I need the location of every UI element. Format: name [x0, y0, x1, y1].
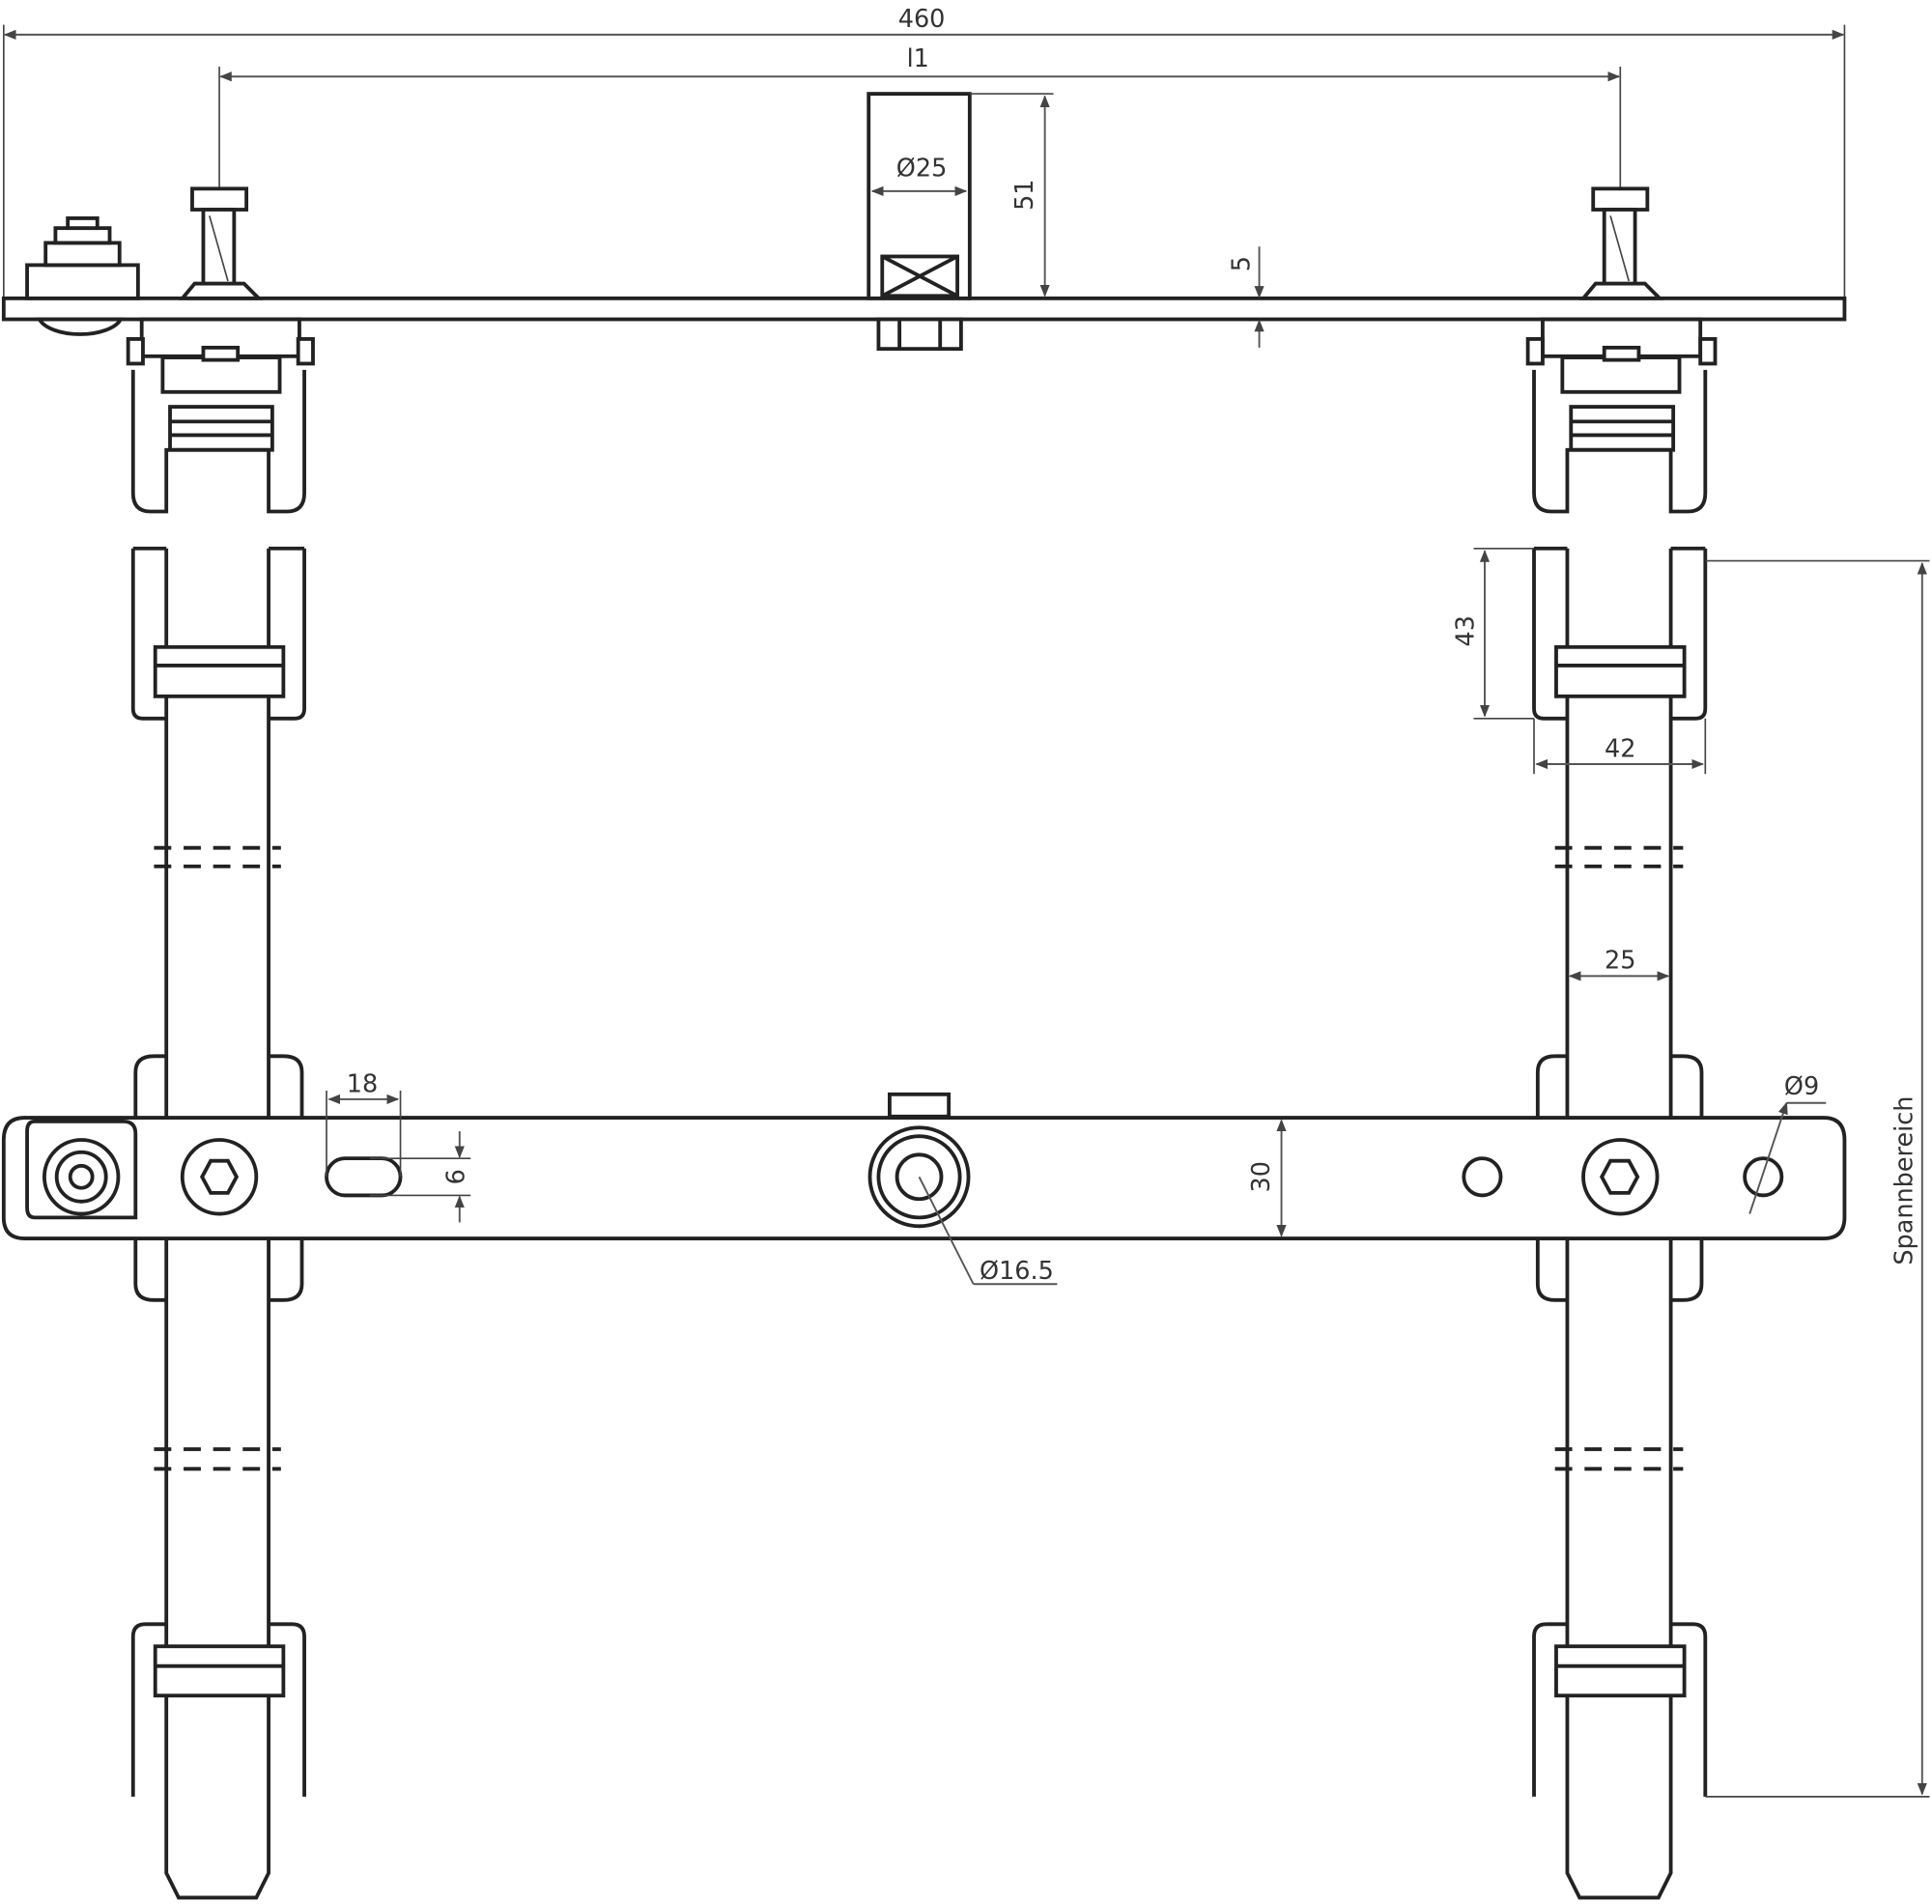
dimension-label-spannbereich: Spannbereich: [1890, 1096, 1919, 1265]
top-plate: [1, 296, 1847, 322]
cross-bar: [1, 1092, 1847, 1240]
dimension-label-51: 51: [1010, 179, 1039, 210]
dimension-clamp-width: 42: [1533, 718, 1707, 775]
dimension-plate-thickness: 5: [1227, 246, 1264, 348]
dimension-overall-width: 460: [2, 5, 1846, 298]
dimension-bar-width: 30: [1247, 1119, 1287, 1237]
dimension-slot-width: 9: [369, 1131, 471, 1223]
dimension-label-9: 9: [440, 1169, 469, 1184]
dimension-label-d9: Ø9: [1784, 1072, 1819, 1101]
dimension-label-5: 5: [1227, 256, 1256, 271]
dimension-clamping-range: Spannbereich: [1705, 559, 1930, 1798]
dimension-strap-width: 25: [1568, 947, 1670, 981]
dimension-label-43: 43: [1452, 615, 1481, 646]
dimension-label-25: 25: [1605, 947, 1635, 976]
dimension-small-hole: Ø9: [1748, 1072, 1827, 1214]
dimension-slot-length: 18: [326, 1069, 402, 1178]
dimension-label-18: 18: [347, 1069, 378, 1098]
upper-clamp-right: [1525, 317, 1718, 514]
dimension-label-d16-5: Ø16.5: [980, 1257, 1054, 1286]
dimension-center-hole: Ø16.5: [918, 1176, 1058, 1286]
upper-clamp-left: [126, 317, 315, 514]
strap-clamps: [130, 546, 1708, 1797]
dimension-label-l1: l1: [907, 44, 929, 73]
terminal-nut-assembly: [25, 216, 140, 336]
dimension-l1: l1: [218, 44, 1622, 189]
dimension-label-30: 30: [1247, 1161, 1276, 1192]
center-pipe-block: Ø25 51: [867, 92, 1054, 352]
dimension-label-460: 460: [898, 5, 946, 34]
adjusting-bolt-left: [178, 186, 264, 300]
dimension-clamp-height: 43: [1452, 547, 1535, 720]
dimension-label-42: 42: [1605, 734, 1635, 763]
dimension-label-d25: Ø25: [896, 155, 948, 184]
adjusting-bolt-right: [1578, 186, 1664, 300]
